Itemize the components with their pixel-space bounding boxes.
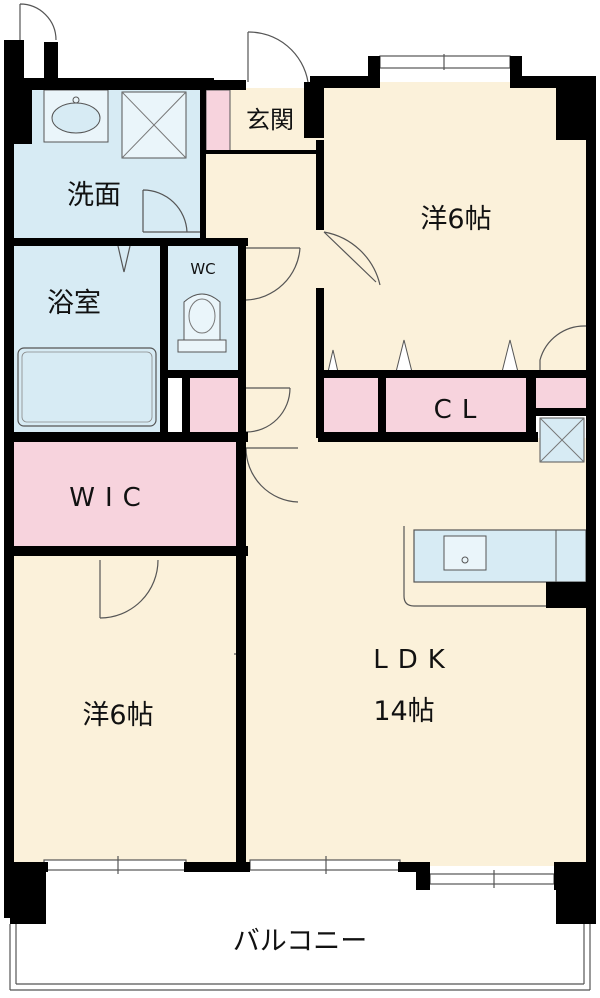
closet-floor-left[interactable] (324, 378, 378, 434)
column-nw2 (44, 42, 58, 82)
washroom-label: 洗面 (67, 180, 121, 211)
column-n-a (10, 88, 32, 144)
faucet (72, 96, 80, 104)
wall-north-right-a (310, 76, 380, 88)
closet-floor-right[interactable] (534, 378, 588, 412)
wall-north-left (4, 78, 214, 90)
wc-label: WC (190, 260, 215, 278)
wall-wic-south (4, 546, 248, 556)
wall-bay-l (416, 866, 430, 890)
window-south-ldk (249, 859, 401, 871)
washroom-door[interactable] (142, 189, 200, 233)
ldk-floor[interactable] (242, 438, 588, 866)
storage-door[interactable] (245, 387, 291, 433)
wall-mid-horizontal (4, 432, 248, 442)
window-bay (429, 873, 555, 885)
column-se (556, 866, 596, 924)
bathtub-inner (21, 351, 153, 423)
wall-cl-div2 (526, 374, 536, 438)
front-door[interactable] (247, 31, 309, 83)
pipe-space-x2 (539, 417, 585, 463)
wall-north-window-jamb-r (510, 56, 522, 88)
column-ne (556, 80, 596, 140)
ldk-size-label: 14帖 (373, 696, 434, 727)
wall-storage-east (238, 378, 246, 438)
closet-floor-main[interactable] (386, 378, 526, 434)
bedroom-north-label: 洋6帖 (420, 204, 491, 235)
shoe-box (205, 89, 231, 153)
wall-cl-div1 (378, 374, 386, 436)
closet-label: CL (434, 395, 487, 425)
bath-label: 浴室 (47, 288, 101, 319)
kitchen-counter (413, 529, 587, 583)
wall-north-mid (204, 80, 246, 90)
wall-wash-east (200, 88, 206, 238)
ldk-cl-door[interactable] (539, 325, 587, 370)
ldk-label: LDK (373, 645, 455, 675)
wall-east (586, 76, 596, 918)
wall-storage-west (182, 378, 190, 434)
kitchen-drain (461, 556, 469, 564)
bathtub (17, 347, 157, 427)
balcony-label: バルコニー (233, 926, 367, 957)
wall-south-c (398, 862, 430, 872)
walls (4, 40, 596, 924)
toilet-tank (177, 339, 227, 353)
wall-north-window-jamb-l (368, 56, 380, 88)
balcony-rail (9, 924, 591, 991)
column-nw (4, 40, 24, 84)
bedroom-south-floor[interactable] (12, 552, 242, 866)
toilet-seat (188, 298, 216, 334)
closet-hanger-1 (327, 349, 339, 373)
window-south-bedroom (43, 859, 187, 871)
storage-floor[interactable] (190, 378, 238, 434)
wall-wc-south (160, 370, 246, 378)
balcony-floor[interactable] (12, 878, 588, 986)
wall-west (4, 42, 14, 918)
entrance-label: 玄関 (246, 106, 294, 134)
kitchen-counter-outline (403, 526, 546, 607)
wash-basin-bowl (51, 102, 101, 134)
wall-bedroom-ldk (236, 436, 246, 866)
wic-label: WIC (69, 483, 151, 513)
wall-wc-east (238, 238, 246, 378)
room-labels: 玄関 洗面 浴室 WC WIC 洋6帖 CL LDK 14帖 洋6帖 バルコニー (47, 106, 492, 957)
kitchen-sink (443, 535, 487, 571)
column-sw (10, 866, 46, 924)
window-north (379, 55, 511, 69)
closet-hanger-3 (501, 339, 519, 373)
bedroom-north-floor[interactable] (318, 82, 586, 372)
fixtures (17, 89, 587, 607)
washer-pan-x2 (121, 91, 187, 159)
bedroom-south-door[interactable] (99, 559, 159, 619)
bath-door[interactable] (117, 245, 131, 273)
wall-cl-bottom (318, 432, 538, 442)
wic-door[interactable] (245, 447, 299, 503)
column-n-mid (304, 82, 324, 138)
closet-hanger-2 (395, 339, 413, 373)
service-door[interactable] (19, 3, 57, 41)
wall-kitchen-stub (546, 582, 586, 608)
wall-bath-wc (160, 238, 168, 438)
floors (12, 82, 588, 986)
wall-hall-east (316, 140, 324, 230)
wall-hall-east-lower (316, 288, 324, 438)
wall-south-b (184, 862, 250, 872)
genkan-floor[interactable] (233, 90, 314, 152)
bedroom-north-door[interactable] (323, 231, 381, 286)
wall-cl-right-bottom (534, 408, 588, 416)
wall-genkan-step (206, 150, 316, 154)
wc-door[interactable] (245, 247, 301, 301)
bedroom-south-label: 洋6帖 (82, 700, 153, 731)
wall-cl-top (318, 370, 588, 378)
wic-floor[interactable] (12, 440, 242, 548)
wall-wash-bath (12, 238, 248, 246)
